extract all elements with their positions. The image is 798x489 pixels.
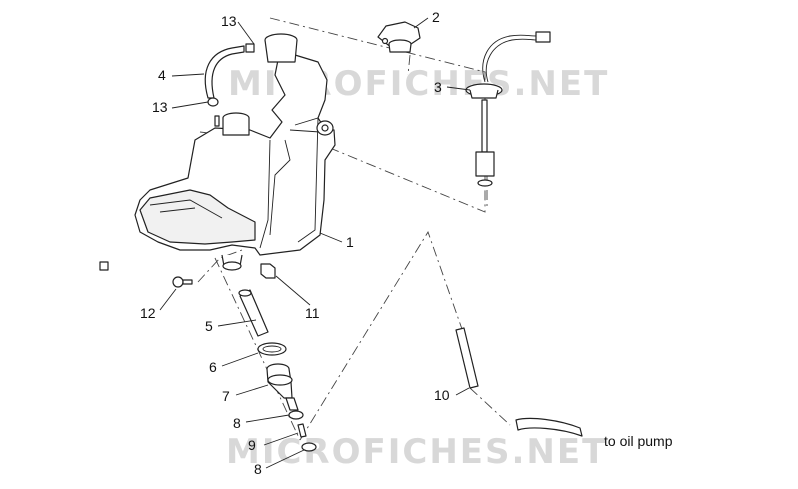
callout-3: 3 [434, 79, 442, 95]
callout-6: 6 [209, 359, 217, 375]
small-clamps [288, 410, 317, 452]
fitting [297, 423, 307, 438]
callout-2: 2 [432, 9, 440, 25]
level-sensor [465, 31, 551, 187]
callout-13-bottom: 13 [152, 99, 168, 115]
callout-11: 11 [305, 305, 320, 321]
outlet-hose [238, 289, 269, 337]
oil-tank [99, 33, 336, 271]
oil-pump-note: to oil pump [604, 433, 673, 449]
callout-5: 5 [205, 318, 213, 334]
watermark-bottom: MICROFICHES.NET [226, 432, 607, 472]
filler-cap [377, 21, 421, 53]
callout-12: 12 [140, 305, 156, 321]
oil-filter [266, 363, 299, 411]
screw [172, 276, 193, 288]
leader-lines [159, 17, 471, 469]
callout-numbers: 13 2 3 4 13 1 12 11 5 6 7 8 9 8 10 [140, 9, 450, 477]
callout-9: 9 [248, 437, 256, 453]
callout-8-bottom: 8 [254, 461, 262, 477]
oil-pump-hose [455, 327, 583, 437]
callout-7: 7 [222, 388, 230, 404]
breather-hose [204, 45, 245, 99]
clip-nut [260, 263, 276, 279]
callout-4: 4 [158, 67, 166, 83]
hose-clamp [257, 342, 287, 356]
callout-13-top: 13 [221, 13, 237, 29]
callout-8-top: 8 [233, 415, 241, 431]
callout-10: 10 [434, 387, 450, 403]
callout-1: 1 [346, 234, 354, 250]
